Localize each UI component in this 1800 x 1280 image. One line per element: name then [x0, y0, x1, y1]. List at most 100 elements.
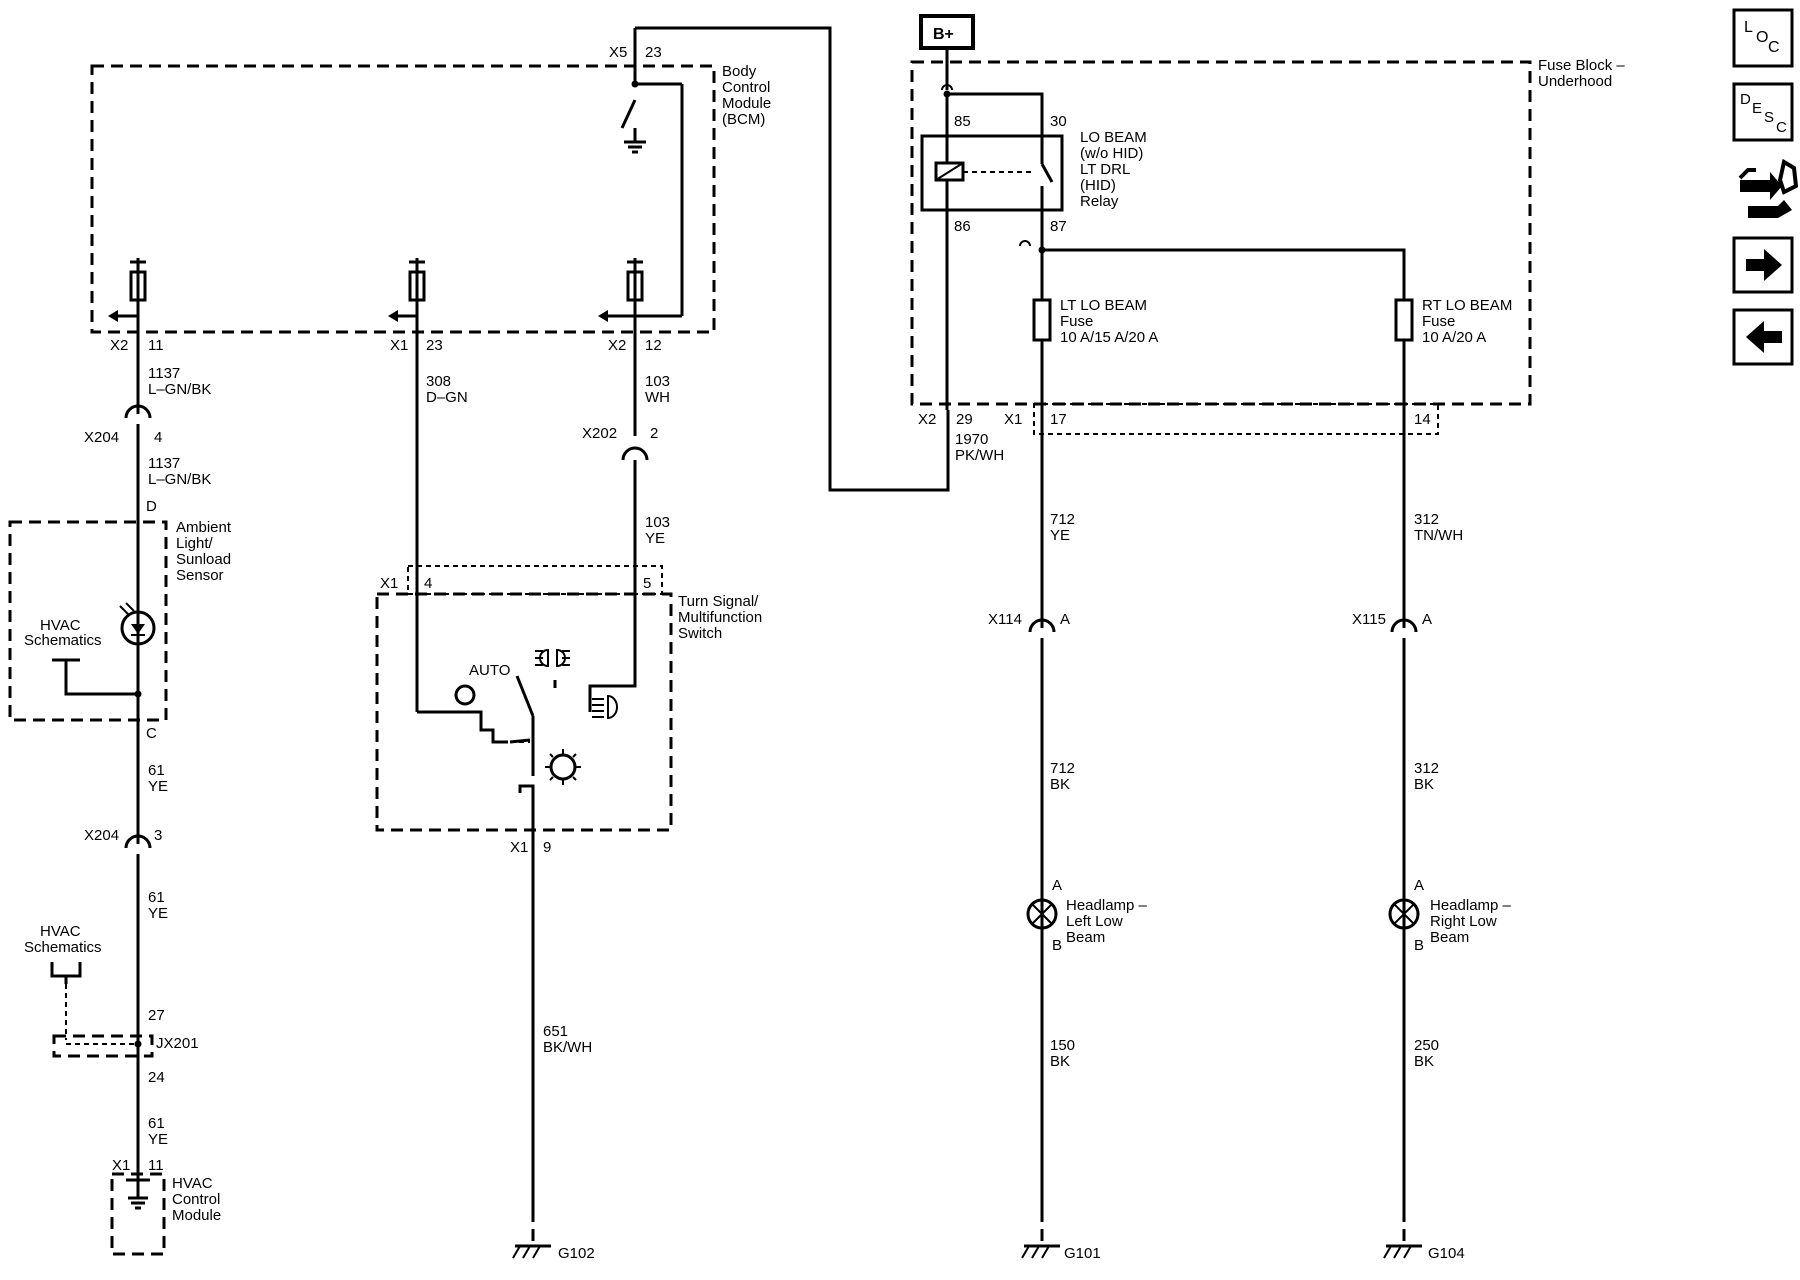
- diagram-label: Turn Signal/: [678, 593, 759, 610]
- diagram-label: 29: [956, 411, 973, 428]
- diagram-label: G102: [558, 1245, 595, 1262]
- diagram-label: Ambient: [176, 519, 232, 536]
- diagram-label: Beam: [1066, 929, 1105, 946]
- diagram-label: 712: [1050, 760, 1075, 777]
- right-low-beam-circuit: 312 TN/WH X115 A 312 BK A B Headlamp – R…: [1352, 404, 1512, 1262]
- ambient-sensor-circuit: 1137 L–GN/BK X204 4 1137 L–GN/BK D Ambie…: [8, 332, 232, 1256]
- diagram-label: X202: [582, 425, 617, 442]
- diagram-label: Headlamp –: [1430, 897, 1512, 914]
- diagram-label: LT LO BEAM: [1060, 297, 1147, 314]
- diagram-label: C: [1776, 119, 1787, 136]
- diagram-label: BK: [1050, 1053, 1070, 1070]
- desc-button[interactable]: D E S C: [1732, 82, 1794, 142]
- diagram-label: BK/WH: [543, 1039, 592, 1056]
- diagram-label: Schematics: [24, 632, 102, 649]
- diagram-label: (BCM): [722, 111, 765, 128]
- diagram-label: Body: [722, 63, 757, 80]
- diagram-label: PK/WH: [955, 447, 1004, 464]
- diagram-label: 10 A/15 A/20 A: [1060, 329, 1158, 346]
- desc-icon: D E S C: [1740, 91, 1787, 136]
- diagram-label: 4: [154, 429, 162, 446]
- diagram-label: B: [1414, 937, 1424, 954]
- diagram-label: HVAC: [40, 923, 81, 940]
- diagram-label: 87: [1050, 218, 1067, 235]
- diagram-label: X1: [510, 839, 528, 856]
- diagram-label: 250: [1414, 1037, 1439, 1054]
- diagram-label: YE: [645, 530, 665, 547]
- diagram-label: (HID): [1080, 177, 1116, 194]
- diagram-label: 1970: [955, 431, 988, 448]
- diagram-label: 17: [1050, 411, 1067, 428]
- diagram-label: A: [1060, 611, 1070, 628]
- diagram-label: BK: [1050, 776, 1070, 793]
- diagram-label: HVAC: [172, 1175, 213, 1192]
- diagram-label: 312: [1414, 511, 1439, 528]
- diagram-label: X204: [84, 429, 119, 446]
- diagram-label: 30: [1050, 113, 1067, 130]
- diagram-label: L: [1744, 19, 1753, 36]
- diagram-label: A: [1422, 611, 1432, 628]
- diagram-label: JX201: [156, 1035, 199, 1052]
- diagram-label: RT LO BEAM: [1422, 297, 1512, 314]
- diagram-label: E: [1752, 100, 1762, 117]
- diagram-label: 23: [426, 337, 443, 354]
- next-button[interactable]: [1732, 236, 1794, 294]
- loc-button[interactable]: L O C: [1732, 8, 1794, 68]
- diagram-label: 12: [645, 337, 662, 354]
- diagram-label: Sunload: [176, 551, 231, 568]
- diagram-label: O: [1756, 29, 1768, 46]
- diagram-label: 103: [645, 373, 670, 390]
- diagram-label: 150: [1050, 1037, 1075, 1054]
- diagram-label: BK: [1414, 776, 1434, 793]
- diagram-label: 86: [954, 218, 971, 235]
- arrow-right-icon: [1746, 249, 1782, 281]
- diagram-label: 14: [1414, 411, 1431, 428]
- diagram-label: A: [1052, 877, 1062, 894]
- left-low-beam-circuit: 712 YE X114 A 712 BK A B Headlamp – Left…: [988, 404, 1148, 1262]
- diagram-label: 308: [426, 373, 451, 390]
- diagram-label: 1137: [148, 455, 180, 472]
- diagram-label: D: [1740, 91, 1751, 108]
- diagram-label: Underhood: [1538, 73, 1612, 90]
- diagram-label: L–GN/BK: [148, 381, 211, 398]
- diagram-label: G104: [1428, 1245, 1465, 1262]
- diagram-label: X5: [609, 44, 627, 61]
- diagram-label: Multifunction: [678, 609, 762, 626]
- diagram-label: 27: [148, 1007, 165, 1024]
- connector-tool-button[interactable]: [1738, 158, 1799, 218]
- diagram-label: D: [146, 498, 157, 515]
- diagram-label: X114: [988, 611, 1022, 628]
- diagram-label: Fuse Block –: [1538, 57, 1625, 74]
- diagram-label: HVAC: [40, 617, 81, 634]
- diagram-label: AUTO: [469, 662, 510, 679]
- diagram-label: Module: [722, 95, 771, 112]
- connector-tool-icon: [1738, 158, 1799, 218]
- diagram-label: 61: [148, 762, 165, 779]
- diagram-label: YE: [148, 778, 168, 795]
- diagram-label: Beam: [1430, 929, 1469, 946]
- diagram-label: X2: [110, 337, 128, 354]
- diagram-label: Schematics: [24, 939, 102, 956]
- diagram-label: 11: [148, 1157, 164, 1174]
- diagram-label: X1: [390, 337, 408, 354]
- wire-1970: 1970 PK/WH: [635, 26, 1004, 492]
- diagram-label: YE: [148, 905, 168, 922]
- diagram-label: Light/: [176, 535, 214, 552]
- diagram-label: Module: [172, 1207, 221, 1224]
- fuse-block-underhood: Fuse Block – Underhood B+ 85 30 86 87 LO…: [910, 14, 1625, 435]
- arrow-left-icon: [1746, 321, 1782, 353]
- previous-button[interactable]: [1732, 308, 1794, 366]
- diagram-label: Control: [172, 1191, 220, 1208]
- diagram-label: L–GN/BK: [148, 471, 211, 488]
- diagram-label: X1: [1004, 411, 1022, 428]
- diagram-label: X204: [84, 827, 119, 844]
- diagram-label: YE: [148, 1131, 168, 1148]
- diagram-label: LO BEAM: [1080, 129, 1147, 146]
- diagram-label: 1137: [148, 365, 180, 382]
- diagram-label: Sensor: [176, 567, 224, 584]
- diagram-label: X2: [918, 411, 936, 428]
- diagram-label: 10 A/20 A: [1422, 329, 1486, 346]
- diagram-label: Switch: [678, 625, 722, 642]
- diagram-label: X1: [380, 575, 398, 592]
